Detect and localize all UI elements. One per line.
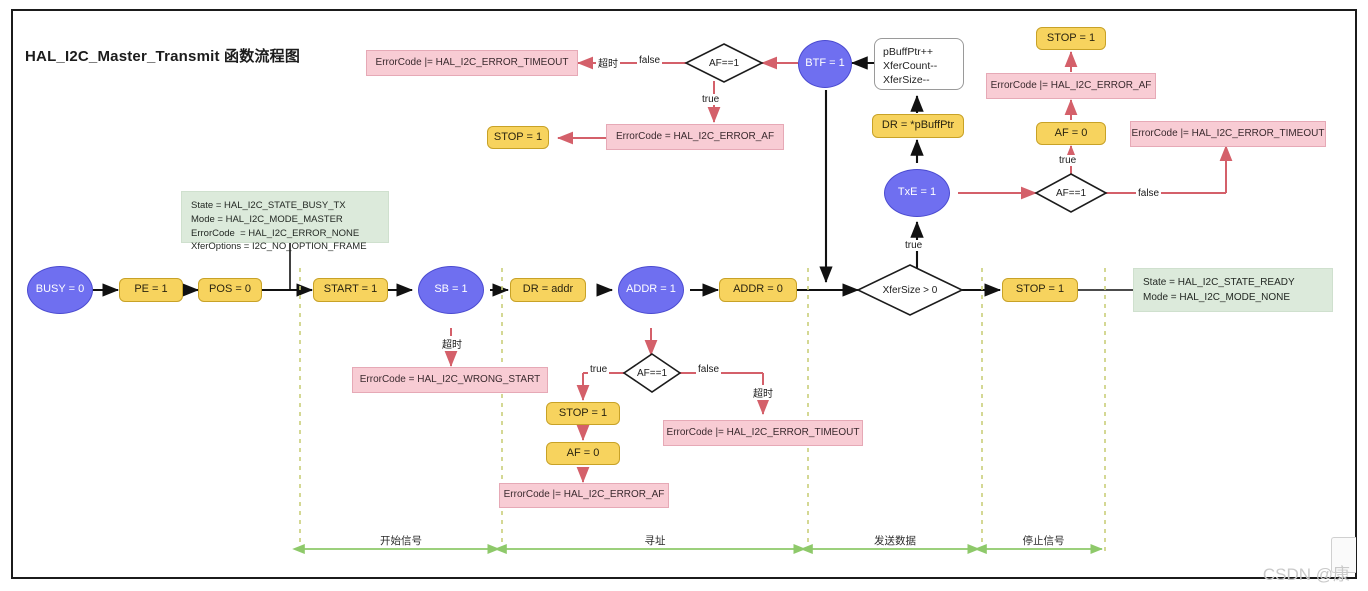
node-stop-main[interactable]: STOP = 1 [1002, 278, 1078, 302]
edge-label-addr-false: false [696, 364, 722, 375]
note-state-busy-tx-line3: ErrorCode = HAL_I2C_ERROR_NONE [191, 227, 360, 239]
error-timeout-addr: ErrorCode |= HAL_I2C_ERROR_TIMEOUT [663, 420, 863, 446]
node-pe[interactable]: PE = 1 [119, 278, 183, 302]
phase-label-send-data: 发送数据 [874, 535, 916, 547]
note-buff-line1: pBuffPtr++ [883, 46, 934, 58]
decision-af-addr-label: AF==1 [636, 367, 668, 379]
decision-af-top[interactable]: AF==1 [686, 44, 762, 82]
node-dr-addr[interactable]: DR = addr [510, 278, 586, 302]
note-buff-line3: XferSize-- [883, 74, 930, 87]
node-stop-addr[interactable]: STOP = 1 [546, 402, 620, 425]
edge-label-top-timeout: 超时 [596, 55, 620, 70]
watermark: CSDN @康 [1262, 565, 1350, 584]
edge-label-top-true: true [700, 94, 722, 105]
node-stop-right[interactable]: STOP = 1 [1036, 27, 1106, 50]
edge-label-sb-timeout: 超时 [440, 336, 464, 351]
note-state-ready-line2: Mode = HAL_I2C_MODE_NONE [1143, 291, 1291, 303]
edge-label-xfersize-true: true [903, 240, 925, 251]
edge-label-top-false: false [637, 55, 663, 66]
note-state-busy-tx: State = HAL_I2C_STATE_BUSY_TX Mode = HAL… [181, 191, 389, 252]
note-buff-line2: XferCount-- [883, 60, 938, 73]
note-state-busy-tx-line2: Mode = HAL_I2C_MODE_MASTER [191, 213, 343, 225]
edge-label-addr-true: true [588, 364, 610, 375]
note-state-ready: State = HAL_I2C_STATE_READY Mode = HAL_I… [1133, 268, 1333, 312]
phase-label-addressing: 寻址 [644, 535, 666, 547]
error-af-addr: ErrorCode |= HAL_I2C_ERROR_AF [499, 483, 669, 508]
edge-label-txe-true: true [1057, 155, 1079, 166]
error-af-top: ErrorCode = HAL_I2C_ERROR_AF [606, 124, 784, 150]
node-busy[interactable]: BUSY = 0 [27, 266, 93, 314]
node-af0-addr[interactable]: AF = 0 [546, 442, 620, 465]
edge-label-addr-timeout: 超时 [751, 385, 775, 400]
decision-af-addr[interactable]: AF==1 [624, 354, 680, 392]
phase-label-stop: 停止信号 [1022, 535, 1065, 547]
node-addr0[interactable]: ADDR = 0 [719, 278, 797, 302]
node-pos[interactable]: POS = 0 [198, 278, 262, 302]
node-dr-pbuffptr[interactable]: DR = *pBuffPtr [872, 114, 964, 138]
error-wrong-start: ErrorCode = HAL_I2C_WRONG_START [352, 367, 548, 393]
error-timeout-right: ErrorCode |= HAL_I2C_ERROR_TIMEOUT [1130, 121, 1326, 147]
decision-af-top-label: AF==1 [708, 57, 740, 69]
node-sb[interactable]: SB = 1 [418, 266, 484, 314]
page-title: HAL_I2C_Master_Transmit 函数流程图 [25, 48, 301, 65]
note-state-busy-tx-line4: XferOptions = I2C_NO_OPTION_FRAME [191, 241, 367, 253]
node-start[interactable]: START = 1 [313, 278, 388, 302]
node-stop-top[interactable]: STOP = 1 [487, 126, 549, 149]
node-txe[interactable]: TxE = 1 [884, 169, 950, 217]
scroll-corner[interactable] [1331, 537, 1356, 573]
phase-label-start: 开始信号 [380, 535, 422, 547]
node-af0-right[interactable]: AF = 0 [1036, 122, 1106, 145]
note-state-busy-tx-line1: State = HAL_I2C_STATE_BUSY_TX [191, 200, 346, 211]
decision-xfersize[interactable]: XferSize > 0 [858, 265, 962, 315]
note-state-ready-line1: State = HAL_I2C_STATE_READY [1143, 277, 1295, 288]
error-timeout-top: ErrorCode |= HAL_I2C_ERROR_TIMEOUT [366, 50, 578, 76]
node-btf[interactable]: BTF = 1 [798, 40, 852, 88]
decision-af-txe-label: AF==1 [1055, 187, 1087, 199]
decision-af-txe[interactable]: AF==1 [1036, 174, 1106, 212]
node-addr1[interactable]: ADDR = 1 [618, 266, 684, 314]
decision-xfersize-label: XferSize > 0 [882, 284, 938, 296]
edge-label-txe-false: false [1136, 188, 1162, 199]
error-af-right: ErrorCode |= HAL_I2C_ERROR_AF [986, 73, 1156, 99]
note-buff-update: pBuffPtr++ XferCount-- XferSize-- [874, 38, 964, 90]
